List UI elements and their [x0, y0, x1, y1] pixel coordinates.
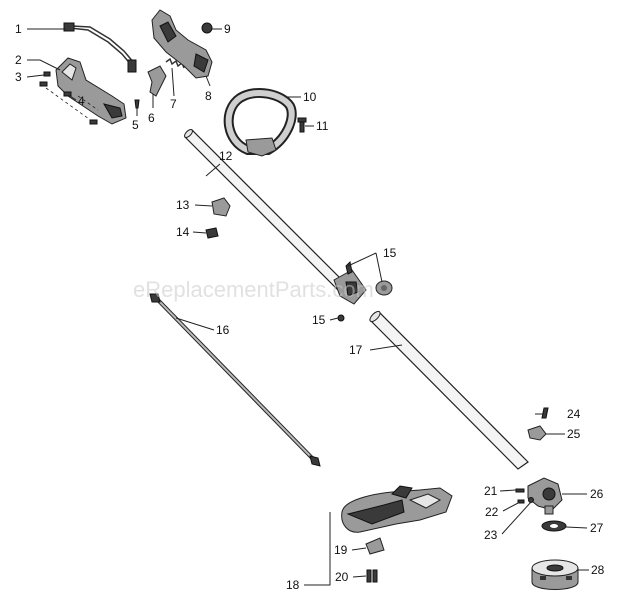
callout-15b: 15	[312, 313, 326, 327]
part-2-handle-housing	[55, 57, 127, 125]
callout-22: 22	[485, 505, 499, 519]
callout-8: 8	[205, 89, 212, 103]
callout-24: 24	[567, 407, 581, 421]
part-4-screw	[63, 91, 98, 125]
part-8-handle-half	[151, 9, 213, 79]
callout-19: 19	[334, 543, 348, 557]
callout-7: 7	[170, 97, 177, 111]
part-14-screw	[205, 227, 219, 239]
part-6-throttle-trigger	[147, 65, 167, 97]
callout-4: 4	[78, 94, 85, 108]
part-26-gearhead	[527, 477, 563, 515]
part-24-screw	[541, 407, 549, 419]
watermark-text: eReplacementParts.com	[133, 277, 374, 302]
callout-17: 17	[349, 343, 363, 357]
callout-23: 23	[484, 528, 498, 542]
callout-3: 3	[15, 70, 22, 84]
callout-27: 27	[590, 521, 604, 535]
part-21-screw	[515, 488, 525, 493]
callout-26: 26	[590, 487, 604, 501]
part-10-loop-handle	[223, 87, 297, 157]
callout-11: 11	[316, 119, 329, 133]
part-19-bracket	[365, 537, 385, 555]
callout-15a: 15	[383, 246, 397, 260]
part-22-screw	[517, 499, 525, 504]
callout-2: 2	[15, 53, 22, 67]
part-23-bolt	[528, 497, 534, 503]
part-27-washer	[541, 520, 567, 532]
callout-25: 25	[567, 427, 581, 441]
part-17-lower-shaft	[369, 310, 529, 470]
callout-28: 28	[591, 563, 605, 577]
part-25-clip	[527, 425, 547, 441]
part-15-knob	[337, 260, 393, 322]
callout-20: 20	[335, 570, 349, 584]
callout-16: 16	[216, 323, 230, 337]
part-13-clamp	[211, 197, 231, 217]
callout-5: 5	[132, 118, 139, 132]
part-11-bolt	[297, 117, 307, 133]
callout-10: 10	[303, 90, 317, 104]
part-16-drive-cable	[149, 293, 321, 467]
callout-1: 1	[15, 22, 22, 36]
callout-6: 6	[148, 111, 155, 125]
callout-9: 9	[224, 22, 231, 36]
leader-lines	[26, 28, 589, 586]
callout-18: 18	[286, 578, 300, 592]
callout-labels: 1 2 3 4 5 6 7 8 9 10 11 12 13 14 15 15 1…	[15, 22, 605, 592]
part-12-upper-shaft	[184, 129, 367, 305]
part-3-screw	[39, 71, 51, 87]
callout-21: 21	[484, 484, 498, 498]
callout-13: 13	[176, 198, 190, 212]
callout-12: 12	[219, 149, 233, 163]
part-5-screw	[134, 99, 140, 109]
part-1-throttle-cable	[63, 22, 137, 73]
part-20-bolts	[366, 569, 378, 583]
part-18-shield-assembly	[341, 485, 453, 533]
part-9-knob	[201, 22, 213, 34]
callout-14: 14	[176, 225, 190, 239]
part-28-trimmer-head	[531, 559, 579, 590]
